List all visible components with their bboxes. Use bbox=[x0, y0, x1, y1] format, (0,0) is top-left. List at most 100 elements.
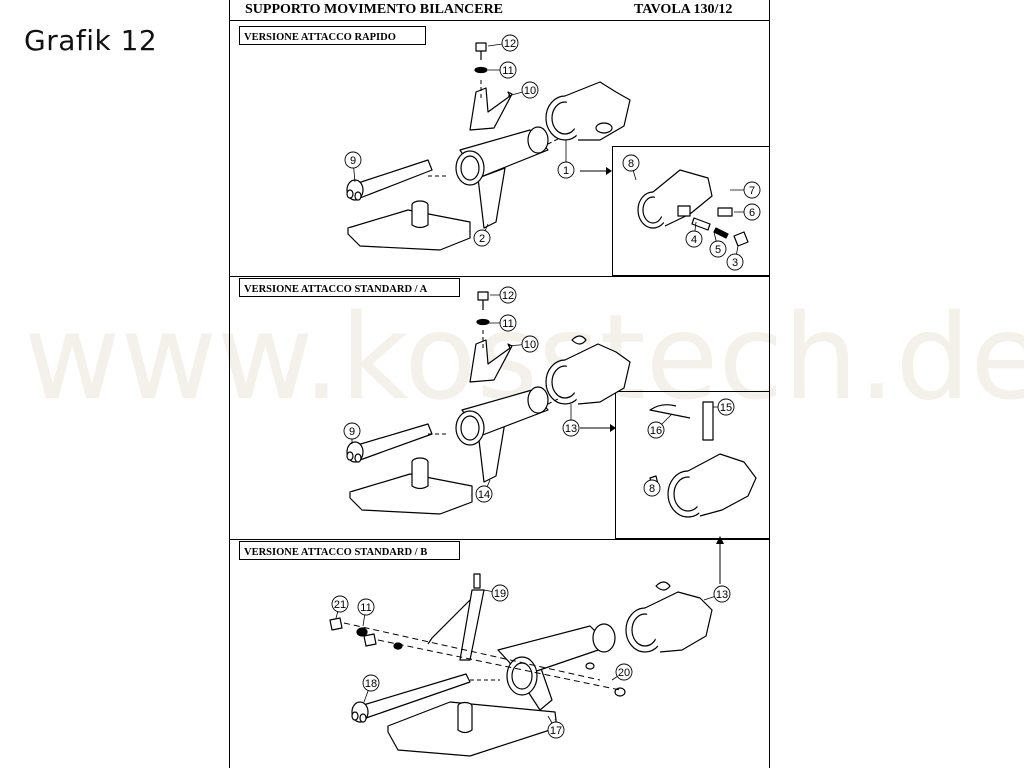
callout-circle bbox=[547, 721, 565, 739]
sheet-title: SUPPORTO MOVIMENTO BILANCERE bbox=[245, 2, 503, 17]
callout-circle bbox=[343, 422, 361, 440]
callout-circle bbox=[521, 81, 539, 99]
callout-17: 17 bbox=[547, 715, 565, 739]
callout-circle bbox=[499, 61, 517, 79]
callout-number: 9 bbox=[349, 426, 355, 438]
callout-5: 5 bbox=[709, 231, 727, 258]
callout-circle bbox=[647, 421, 665, 439]
callout-number: 1 bbox=[563, 165, 569, 177]
callout-number: 7 bbox=[749, 185, 755, 197]
callout-number: 10 bbox=[524, 85, 536, 97]
callout-number: 19 bbox=[494, 588, 506, 600]
callout-number: 8 bbox=[628, 158, 634, 170]
callout-circle bbox=[362, 674, 380, 692]
callout-circle bbox=[499, 314, 517, 332]
callout-number: 2 bbox=[479, 233, 485, 245]
drawing-frame bbox=[229, 0, 770, 768]
callout-number: 12 bbox=[504, 38, 516, 50]
callout-11: 11 bbox=[488, 314, 517, 332]
callout-circle bbox=[499, 286, 517, 304]
callout-11: 11 bbox=[488, 61, 517, 79]
callout-circle bbox=[501, 34, 519, 52]
callout-circle bbox=[557, 161, 575, 179]
callout-12: 12 bbox=[487, 34, 519, 52]
callout-circle bbox=[743, 181, 761, 199]
callout-9: 9 bbox=[343, 422, 361, 444]
callout-circle bbox=[643, 479, 661, 497]
callout-number: 11 bbox=[360, 602, 371, 614]
callout-3: 3 bbox=[726, 245, 744, 271]
callout-14: 14 bbox=[475, 479, 493, 503]
assembly-standard-a bbox=[346, 291, 757, 518]
callout-7: 7 bbox=[730, 181, 761, 199]
callout-2: 2 bbox=[473, 223, 491, 247]
detail-box-standard-a bbox=[615, 391, 770, 539]
callout-number: 10 bbox=[524, 339, 536, 351]
callout-number: 3 bbox=[732, 257, 738, 269]
callout-number: 11 bbox=[502, 318, 513, 330]
callout-6: 6 bbox=[734, 203, 761, 221]
callout-circle bbox=[709, 240, 727, 258]
callout-number: 13 bbox=[716, 589, 728, 601]
callout-circle bbox=[622, 154, 640, 172]
callout-12: 12 bbox=[490, 286, 517, 304]
callout-circle bbox=[726, 253, 744, 271]
callout-number: 6 bbox=[749, 207, 755, 219]
callout-circle bbox=[615, 663, 633, 681]
callout-20: 20 bbox=[611, 663, 633, 681]
callout-number: 12 bbox=[502, 290, 514, 302]
callout-circle bbox=[521, 335, 539, 353]
section-label-3: VERSIONE ATTACCO STANDARD / B bbox=[239, 541, 460, 560]
detail-box-rapido bbox=[612, 146, 770, 276]
callout-number: 5 bbox=[715, 244, 721, 256]
callout-circle bbox=[473, 229, 491, 247]
callout-13: 13 bbox=[703, 585, 731, 603]
section-label-1: VERSIONE ATTACCO RAPIDO bbox=[239, 26, 426, 45]
svg-text:VERSIONE ATTACCO STANDARD / A: VERSIONE ATTACCO STANDARD / A bbox=[244, 284, 428, 295]
svg-text:VERSIONE ATTACCO RAPIDO: VERSIONE ATTACCO RAPIDO bbox=[244, 32, 396, 43]
callout-circle bbox=[491, 584, 509, 602]
callout-8: 8 bbox=[643, 479, 661, 497]
callout-circle bbox=[331, 595, 349, 613]
table-number: TAVOLA 130/12 bbox=[634, 2, 732, 17]
callout-number: 11 bbox=[502, 65, 513, 77]
callout-number: 18 bbox=[365, 678, 377, 690]
callout-19: 19 bbox=[483, 584, 509, 602]
callout-circle bbox=[717, 398, 735, 416]
callout-circle bbox=[713, 585, 731, 603]
grafik-label: Grafik 12 bbox=[24, 24, 158, 57]
callout-21: 21 bbox=[331, 595, 349, 619]
callout-circle bbox=[685, 230, 703, 248]
section-label-2: VERSIONE ATTACCO STANDARD / A bbox=[239, 278, 460, 297]
callout-circle bbox=[562, 419, 580, 437]
callout-number: 13 bbox=[565, 423, 577, 435]
callout-number: 16 bbox=[650, 425, 662, 437]
callout-circle bbox=[475, 485, 493, 503]
callout-number: 9 bbox=[350, 155, 356, 167]
callout-8: 8 bbox=[622, 154, 640, 181]
callout-11: 11 bbox=[357, 598, 375, 627]
callout-10: 10 bbox=[507, 335, 539, 353]
callout-circle bbox=[344, 151, 362, 169]
callout-9: 9 bbox=[344, 151, 362, 183]
callout-number: 17 bbox=[550, 725, 562, 737]
callout-18: 18 bbox=[362, 674, 380, 703]
assembly-rapido bbox=[346, 42, 749, 251]
callout-number: 4 bbox=[691, 234, 697, 246]
callout-15: 15 bbox=[713, 398, 735, 416]
callout-1: 1 bbox=[557, 140, 575, 179]
callout-13: 13 bbox=[562, 404, 580, 437]
callout-number: 15 bbox=[720, 402, 732, 414]
callout-number: 20 bbox=[618, 667, 630, 679]
callout-number: 14 bbox=[478, 489, 490, 501]
callout-16: 16 bbox=[647, 413, 673, 439]
assembly-standard-b bbox=[329, 573, 713, 757]
callout-number: 21 bbox=[334, 599, 346, 611]
callout-circle bbox=[743, 203, 761, 221]
callout-number: 8 bbox=[649, 483, 655, 495]
callout-circle bbox=[357, 598, 375, 616]
callout-4: 4 bbox=[685, 221, 703, 248]
callout-10: 10 bbox=[507, 81, 539, 99]
